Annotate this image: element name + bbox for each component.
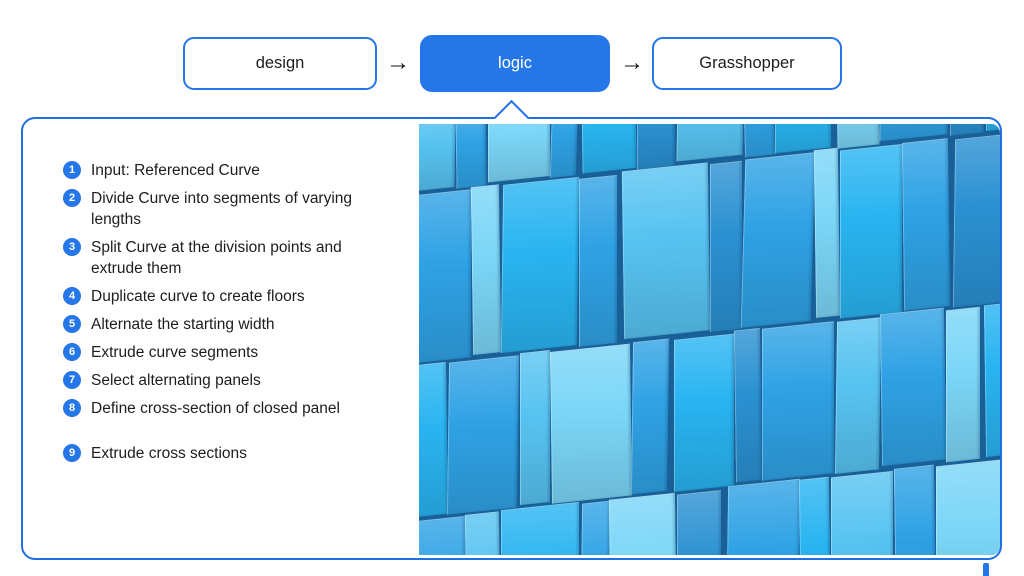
facade-panel [419,515,465,555]
facade-panel [674,333,734,492]
facade-panel [608,492,678,555]
facade-panel [419,189,471,364]
step-number-badge: 9 [63,444,81,462]
facade-panel [725,478,801,555]
step-item-3: 3 Split Curve at the division points and… [63,237,373,279]
step-text: Extrude curve segments [91,344,259,361]
facade-panel [488,124,550,183]
facade-panel [946,306,980,463]
tab-design[interactable]: design [183,37,377,90]
facade-panel [733,327,763,483]
facade-panel [455,124,487,189]
facade-panel [710,160,742,333]
step-number-badge: 8 [63,399,81,417]
facade-panel [501,501,579,555]
facade-panel [419,124,456,193]
step-number-badge: 2 [63,189,81,207]
page-number-fragment [983,563,989,576]
step-text: Duplicate curve to create floors [91,288,305,305]
step-item-8: 8 Define cross-section of closed panel [63,398,373,419]
facade-panel [901,138,951,311]
logic-steps-list: 1 Input: Referenced Curve 2 Divide Curve… [63,160,373,471]
facade-panel [676,124,744,162]
facade-panel [520,349,550,506]
facade-panel [579,174,617,347]
step-text: Extrude cross sections [91,445,247,462]
logic-callout-panel: 1 Input: Referenced Curve 2 Divide Curve… [21,99,1002,560]
facade-panel [579,500,611,555]
step-number-badge: 3 [63,238,81,256]
facade-panel-stack [419,124,1000,555]
step-number-badge: 7 [63,371,81,389]
step-text: Select alternating panels [91,372,261,389]
facade-panel [637,124,675,170]
facade-panel [983,124,1000,132]
step-number-badge: 4 [63,287,81,305]
facade-panel [549,124,579,178]
step-item-7: 7 Select alternating panels [63,370,373,391]
step-text: Define cross-section of closed panel [91,400,340,417]
facade-panel [419,361,449,518]
step-item-5: 5 Alternate the starting width [63,314,373,335]
step-item-2: 2 Divide Curve into segments of varying … [63,188,373,230]
facade-panel [893,464,937,555]
facade-panel [621,162,711,340]
arrow-right-icon: → [386,49,410,76]
step-number-badge: 1 [63,161,81,179]
step-number-badge: 5 [63,315,81,333]
facade-panel [879,307,947,467]
facade-panel [446,355,520,515]
facade-panel [549,343,633,504]
step-text: Input: Referenced Curve [91,162,260,179]
facade-panel [834,317,882,475]
facade-panel [983,297,1000,458]
step-item-4: 4 Duplicate curve to create floors [63,286,373,307]
facade-panel [581,124,637,174]
facade-panel [831,470,893,555]
facade-panel [464,511,502,555]
facade-render-image [419,124,1000,555]
facade-panel [677,489,721,555]
facade-panel [742,124,776,158]
step-text: Divide Curve into segments of varying le… [91,190,353,228]
step-item-1: 1 Input: Referenced Curve [63,160,373,181]
facade-panel [762,321,834,481]
step-text: Alternate the starting width [91,316,275,333]
facade-panel [840,143,902,319]
facade-panel [630,338,670,495]
facade-panel [500,176,580,354]
facade-panel [470,184,502,356]
facade-panel [952,131,1000,308]
step-item-6: 6 Extrude curve segments [63,342,373,363]
step-number-badge: 6 [63,343,81,361]
facade-panel [936,458,1000,555]
tab-grasshopper[interactable]: Grasshopper [652,37,842,90]
step-text: Split Curve at the division points and e… [91,239,342,277]
arrow-right-icon: → [620,49,644,76]
tab-logic[interactable]: logic [420,35,610,92]
facade-panel [740,152,816,328]
facade-panel [798,476,832,555]
facade-panel [813,147,841,318]
step-item-9: 9 Extrude cross sections [63,443,373,464]
